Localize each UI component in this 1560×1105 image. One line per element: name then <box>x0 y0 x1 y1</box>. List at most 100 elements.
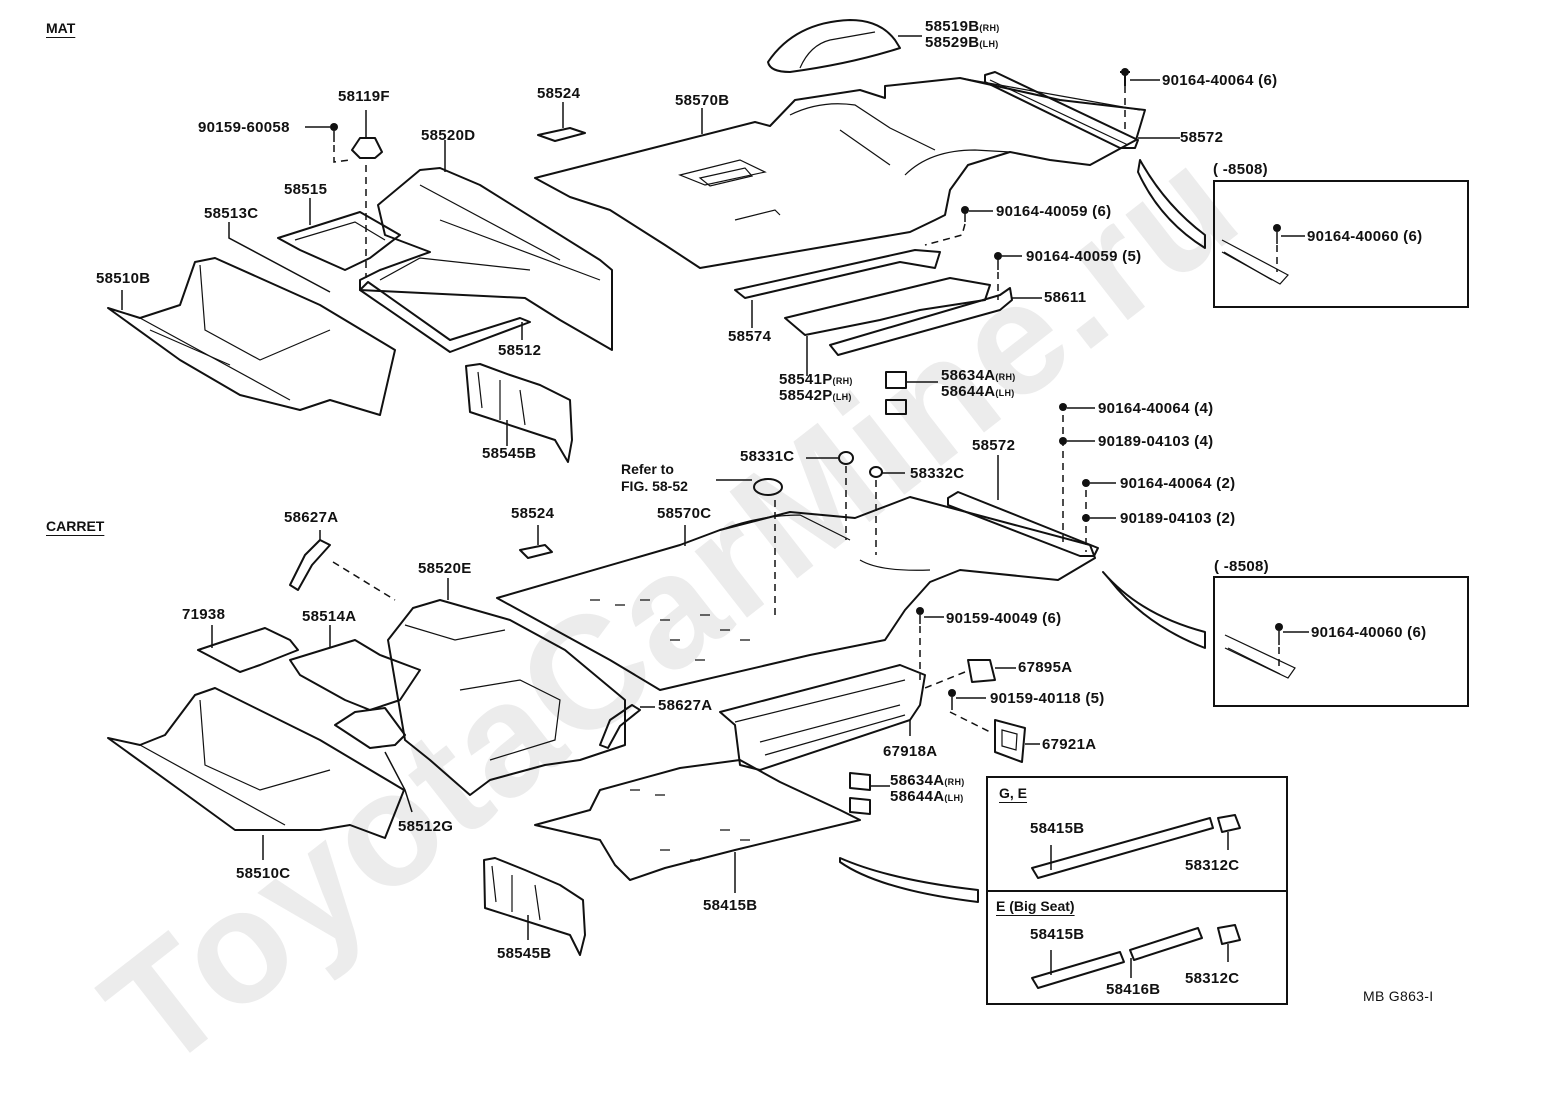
part-label: 58416B <box>1106 981 1161 998</box>
part-label: 58515 <box>284 181 328 198</box>
part-label: 90164-40060 (6) <box>1311 624 1427 641</box>
part-label: 58627A <box>284 509 339 526</box>
part-label: 58644A(LH) <box>941 383 1015 400</box>
part-label: 90164-40064 (2) <box>1120 475 1236 492</box>
part-label: 58570C <box>657 505 712 522</box>
part-label: 58524 <box>511 505 555 522</box>
part-58312c-cap-ge <box>1217 814 1241 833</box>
part-label: 58312C <box>1185 857 1240 874</box>
part-58524-pad-carpet <box>519 544 553 559</box>
part-label: 58512 <box>498 342 542 359</box>
part-label: 90164-40059 (5) <box>1026 248 1142 265</box>
variant-box-ge <box>986 776 1288 892</box>
part-label: 58514A <box>302 608 357 625</box>
section-title-mat: MAT <box>46 20 76 36</box>
part-label: 58545B <box>482 445 537 462</box>
part-label: 58415B <box>703 897 758 914</box>
part-label: 58574 <box>728 328 772 345</box>
part-label: 90164-40059 (6) <box>996 203 1112 220</box>
part-label: 58529B(LH) <box>925 34 999 51</box>
part-label: 58512G <box>398 818 454 835</box>
part-label: 58519B(RH) <box>925 18 1000 35</box>
part-58634a-block-carpet <box>849 772 871 791</box>
part-label: 58524 <box>537 85 581 102</box>
part-label: 90159-60058 <box>198 119 290 136</box>
part-58644a-block-carpet <box>849 797 871 815</box>
part-label: 58513C <box>204 205 259 222</box>
inset-box-carpet <box>1213 576 1469 707</box>
diagram-artwork <box>107 19 1309 989</box>
part-label: 71938 <box>182 606 226 623</box>
part-58545b-panel <box>465 363 573 463</box>
part-label: 90164-40064 (4) <box>1098 400 1214 417</box>
part-58572-rail-carpet <box>947 491 1099 557</box>
variant-title-bigseat: E (Big Seat) <box>996 898 1075 914</box>
part-label: 58312C <box>1185 970 1240 987</box>
part-58524-pad <box>537 127 586 142</box>
part-58514a-mat <box>289 639 421 711</box>
part-label: 90189-04103 (2) <box>1120 510 1236 527</box>
part-label: 90164-40060 (6) <box>1307 228 1423 245</box>
part-label: 58415B <box>1030 926 1085 943</box>
part-58541p-trim <box>784 277 991 336</box>
section-title-carpet: CARRET <box>46 518 105 534</box>
part-58415b-rail-bigseat <box>1031 951 1125 989</box>
part-label: 58627A <box>658 697 713 714</box>
part-58119f-clip <box>351 137 383 159</box>
part-58512-mat <box>359 281 531 353</box>
part-label: 58634A(RH) <box>890 772 965 789</box>
inset-box-mat <box>1213 180 1469 308</box>
part-label: 58542P(LH) <box>779 387 852 404</box>
part-label: 58415B <box>1030 820 1085 837</box>
figure-code: MB G863-I <box>1363 988 1434 1004</box>
part-label: 58545B <box>497 945 552 962</box>
part-58332c-grommet <box>869 466 883 478</box>
part-58331c-grommet <box>838 451 854 465</box>
part-67895a-bracket <box>967 659 996 683</box>
part-label: 58331C <box>740 448 795 465</box>
reference-clip <box>753 478 783 496</box>
part-58627a-strip-right <box>599 704 641 749</box>
part-58572-rail <box>984 71 1139 149</box>
part-label: 58541P(RH) <box>779 371 853 388</box>
variant-title-ge: G, E <box>999 785 1028 801</box>
part-58634a-block <box>885 371 907 389</box>
part-58570b-floor-mat <box>534 77 1146 269</box>
part-58644a-block <box>885 399 907 415</box>
part-58519b-cover <box>767 19 901 73</box>
part-label: 58572 <box>972 437 1016 454</box>
part-label: 67921A <box>1042 736 1097 753</box>
part-58627a-strip <box>289 539 331 591</box>
part-label: 58611 <box>1044 289 1087 306</box>
parts-diagram: ToyotaCarMine.ru <box>46 18 1469 1103</box>
part-label: 58570B <box>675 92 730 109</box>
part-label: 58520D <box>421 127 476 144</box>
part-58415b-rail-ge <box>1031 817 1214 879</box>
part-58520e-tunnel <box>387 599 626 796</box>
variant-box-bigseat <box>986 889 1288 1005</box>
part-58520d-tunnel <box>359 167 613 351</box>
part-label: 58119F <box>338 88 390 105</box>
part-label: 90159-40049 (6) <box>946 610 1062 627</box>
part-58510c-front-carpet <box>107 687 405 839</box>
part-58570c-carpet <box>496 496 1096 691</box>
part-58415b-panel <box>534 759 861 881</box>
part-label: 90159-40118 (5) <box>990 690 1105 707</box>
part-label: 67918A <box>883 743 938 760</box>
part-label: 58634A(RH) <box>941 367 1016 384</box>
part-58510b-front-mat <box>107 257 396 416</box>
part-label: 58332C <box>910 465 965 482</box>
part-label: 58510B <box>96 270 151 287</box>
reference-note-line2: FIG. 58-52 <box>621 478 688 494</box>
arrow-inset-pointer <box>1137 159 1206 249</box>
part-58416b-rail-bigseat <box>1129 927 1203 961</box>
part-58515-mat <box>277 211 401 271</box>
reference-note: Refer to FIG. 58-52 <box>621 461 688 495</box>
part-label: 90189-04103 (4) <box>1098 433 1214 450</box>
part-58512g-mat <box>334 707 406 749</box>
part-label: 58572 <box>1180 129 1224 146</box>
part-label: 58510C <box>236 865 291 882</box>
part-label: 90164-40064 (6) <box>1162 72 1278 89</box>
part-58545b-panel-carpet <box>483 857 586 956</box>
part-58574-sill <box>734 249 941 299</box>
